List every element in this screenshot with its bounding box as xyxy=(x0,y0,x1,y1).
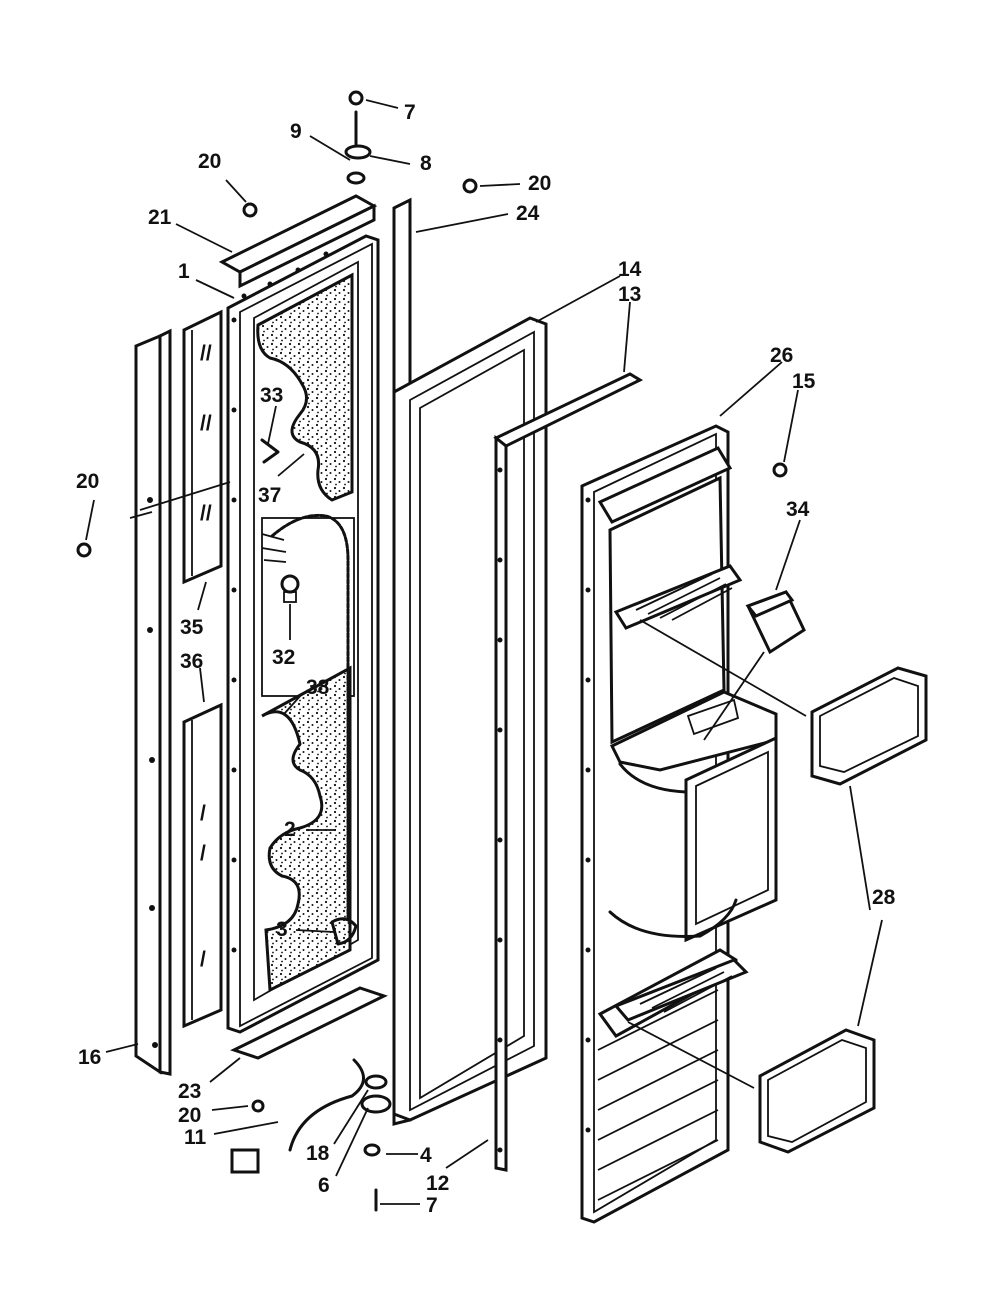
callout-12: 12 xyxy=(426,1172,449,1195)
callout-4: 4 xyxy=(420,1144,432,1167)
gasket-frame-part-14 xyxy=(392,316,548,1122)
connector-part-32 xyxy=(280,574,300,603)
callout-labels: 7 9 8 20 20 21 24 1 14 13 26 15 33 20 37… xyxy=(76,101,896,1217)
callout-20-left: 20 xyxy=(76,470,99,493)
callout-18: 18 xyxy=(306,1142,330,1165)
svg-text://: // xyxy=(200,412,212,435)
svg-text:/: / xyxy=(200,802,206,825)
hinge-hardware-bottom xyxy=(251,1074,392,1212)
callout-9: 9 xyxy=(290,120,302,143)
leader-lines xyxy=(85,99,883,1205)
callout-11: 11 xyxy=(184,1126,207,1149)
svg-text:/: / xyxy=(200,842,206,865)
callout-2: 2 xyxy=(284,818,296,841)
clip-part-33 xyxy=(260,438,280,464)
callout-21: 21 xyxy=(148,206,172,229)
callout-20-top-left: 20 xyxy=(198,150,221,173)
breaker-strip-part-13 xyxy=(493,372,644,1172)
insulation-part-38 xyxy=(261,665,352,993)
svg-text://: // xyxy=(200,342,212,365)
callout-13: 13 xyxy=(618,283,641,306)
callout-16: 16 xyxy=(78,1046,101,1069)
trim-strip-part-35: // // // xyxy=(182,309,223,585)
callout-7-top: 7 xyxy=(404,101,416,124)
callout-28: 28 xyxy=(872,886,896,909)
callout-1: 1 xyxy=(178,260,190,283)
trim-strip-part-36: / / / xyxy=(182,702,223,1029)
callout-38: 38 xyxy=(306,676,330,699)
dispenser-cup-part-34 xyxy=(745,590,806,655)
svg-text:/: / xyxy=(200,948,206,971)
insulation-part-37 xyxy=(256,272,354,502)
callout-26: 26 xyxy=(770,344,793,367)
callout-3: 3 xyxy=(276,918,288,941)
callout-8: 8 xyxy=(420,152,432,175)
callout-20-bottom: 20 xyxy=(178,1104,201,1127)
handle-part-28-upper xyxy=(810,666,928,786)
callout-15: 15 xyxy=(792,370,816,393)
callout-24: 24 xyxy=(516,202,540,225)
handle-part-28-lower xyxy=(758,1028,876,1154)
switch-part-3 xyxy=(330,917,358,946)
callout-37: 37 xyxy=(258,484,281,507)
callout-20-top-right: 20 xyxy=(528,172,551,195)
svg-text://: // xyxy=(200,502,212,525)
callout-7-bottom: 7 xyxy=(426,1194,438,1217)
callout-36: 36 xyxy=(180,650,203,673)
power-cord-part-11 xyxy=(230,1058,365,1174)
callout-33: 33 xyxy=(260,384,283,407)
bottom-bracket-part-23 xyxy=(230,986,388,1060)
callout-14: 14 xyxy=(618,258,642,281)
callout-34: 34 xyxy=(786,498,810,521)
callout-6: 6 xyxy=(318,1174,330,1197)
hinge-hardware-top xyxy=(76,90,788,558)
callout-23: 23 xyxy=(178,1080,201,1103)
side-channel-part-16 xyxy=(134,328,172,1076)
callout-32: 32 xyxy=(272,646,295,669)
wire-harness-part-2 xyxy=(261,513,350,922)
callout-35: 35 xyxy=(180,616,204,639)
dispenser-housing xyxy=(608,475,778,1022)
top-bracket-part-21 xyxy=(218,194,378,289)
